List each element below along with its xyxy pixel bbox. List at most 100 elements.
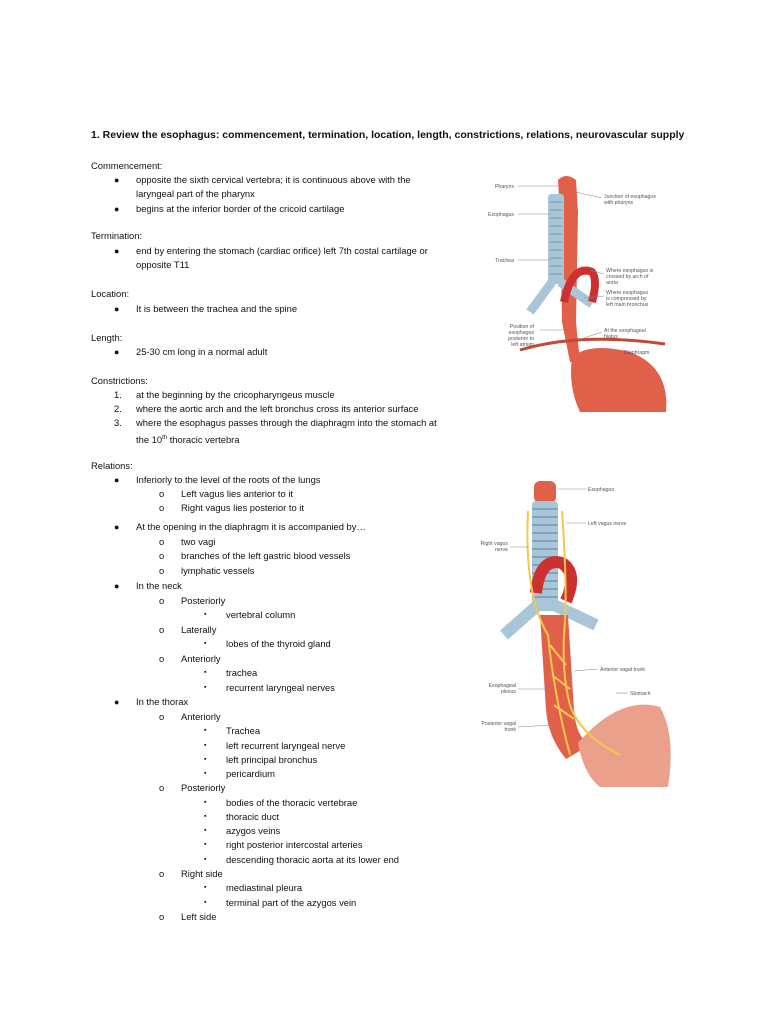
- circle-marker: o: [159, 711, 165, 722]
- label-position: posterior to: [508, 336, 534, 342]
- label-hiatus: At the esophageal: [604, 328, 646, 334]
- square-marker: ▪: [204, 799, 207, 806]
- label-left-vagus: Left vagus nerve: [588, 521, 626, 527]
- vagal-nerves-figure: Esophagus Left vagus nerve Right vagus n…: [481, 481, 671, 787]
- label-junction: with pharynx: [604, 200, 634, 206]
- list-item: descending thoracic aorta at its lower e…: [226, 854, 400, 865]
- list-item: thoracic duct: [226, 811, 280, 822]
- label-arch: aorta: [606, 280, 618, 286]
- label-position: left atrium: [511, 342, 534, 348]
- label-posterior-vagal-trunk: Posterior vagal: [481, 721, 516, 727]
- list-item: azygos veins: [226, 825, 281, 836]
- label-hiatus: hiatus: [604, 334, 618, 340]
- square-marker: ▪: [204, 684, 207, 691]
- circle-marker: o: [159, 624, 165, 635]
- aortic-arch: [530, 556, 578, 604]
- circle-marker: o: [159, 911, 165, 922]
- diaphragm-line: [519, 337, 666, 352]
- bullet-marker: ●: [114, 522, 120, 532]
- circle-marker: o: [159, 488, 165, 499]
- label-esophagus: Esophagus: [588, 487, 614, 493]
- page-title: 1. Review the esophagus: commencement, t…: [91, 129, 685, 141]
- list-item: begins at the inferior border of the cri…: [136, 203, 345, 214]
- list-item: Inferiorly to the level of the roots of …: [136, 474, 321, 485]
- square-marker: ▪: [204, 669, 207, 676]
- list-item: Anteriorly: [181, 653, 221, 664]
- label-pharynx: Pharynx: [495, 184, 514, 190]
- square-marker: ▪: [204, 756, 207, 763]
- bullet-marker: ●: [114, 697, 120, 707]
- esophagus-shape: [540, 615, 590, 759]
- list-item: vertebral column: [226, 609, 296, 620]
- list-item: Posteriorly: [181, 782, 226, 793]
- list-item: opposite T11: [136, 259, 190, 270]
- list-item: left recurrent laryngeal nerve: [226, 740, 346, 751]
- square-marker: ▪: [204, 742, 207, 749]
- list-item: It is between the trachea and the spine: [136, 303, 298, 314]
- list-item: trachea: [226, 667, 258, 678]
- label-esophageal-plexus: plexus: [501, 689, 516, 695]
- list-item: In the thorax: [136, 696, 189, 707]
- label-anterior-vagal-trunk: Anterior vagal trunk: [600, 667, 645, 673]
- square-marker: ▪: [204, 770, 207, 777]
- bullet-marker: ●: [114, 475, 120, 485]
- section-heading-commencement: Commencement:: [91, 160, 163, 171]
- square-marker: ▪: [204, 884, 207, 891]
- section-heading-location: Location:: [91, 288, 130, 299]
- label-bronchus: Where esophagus: [606, 290, 649, 296]
- section-heading-termination: Termination:: [91, 230, 143, 241]
- bullet-marker: ●: [114, 204, 120, 214]
- bullet-marker: ●: [114, 347, 120, 357]
- bullet-marker: ●: [114, 246, 120, 256]
- square-marker: ▪: [204, 611, 207, 618]
- circle-marker: o: [159, 595, 165, 606]
- label-arch: crossed by arch of: [606, 274, 649, 280]
- circle-marker: o: [159, 868, 165, 879]
- text-span: the 10: [136, 434, 163, 446]
- list-item: at the beginning by the cricopharyngeus …: [136, 389, 335, 400]
- esophagus-constrictions-figure: Pharynx Esophagus Trachea Position of es…: [488, 176, 667, 412]
- label-esophagus: Esophagus: [488, 212, 514, 218]
- list-item: Posteriorly: [181, 595, 226, 606]
- list-item: Left side: [181, 911, 217, 922]
- list-item: right posterior intercostal arteries: [226, 839, 363, 850]
- list-item: Right vagus lies posterior to it: [181, 502, 304, 513]
- list-item: pericardium: [226, 768, 275, 779]
- list-item: laryngeal part of the pharynx: [136, 188, 255, 199]
- circle-marker: o: [159, 536, 165, 547]
- list-item: Trachea: [226, 725, 261, 736]
- list-item: Left vagus lies anterior to it: [181, 488, 294, 499]
- list-item: At the opening in the diaphragm it is ac…: [136, 521, 366, 532]
- list-number: 3.: [114, 417, 122, 428]
- list-item: opposite the sixth cervical vertebra; it…: [136, 174, 411, 185]
- circle-marker: o: [159, 565, 165, 576]
- list-item: 25-30 cm long in a normal adult: [136, 346, 268, 357]
- square-marker: ▪: [204, 727, 207, 734]
- list-item: Laterally: [181, 624, 217, 635]
- esophagus-top: [534, 481, 556, 503]
- list-item: In the neck: [136, 580, 182, 591]
- label-diaphragm: Diaphragm: [624, 350, 649, 356]
- label-arch: Where esophagus is: [606, 268, 654, 274]
- label-position: Position of: [510, 324, 535, 330]
- list-number: 2.: [114, 403, 122, 414]
- square-marker: ▪: [204, 640, 207, 647]
- circle-marker: o: [159, 653, 165, 664]
- list-item: where the esophagus passes through the d…: [136, 417, 437, 428]
- aortic-arch: [560, 266, 599, 304]
- leader-lines: [510, 488, 628, 728]
- superscript: th: [162, 435, 168, 441]
- label-bronchus: is compressed by: [606, 296, 647, 302]
- bullet-marker: ●: [114, 304, 120, 314]
- leader-lines: [518, 185, 623, 353]
- section-heading-constrictions: Constrictions:: [91, 375, 148, 386]
- section-heading-relations: Relations:: [91, 460, 133, 471]
- list-item: recurrent laryngeal nerves: [226, 682, 335, 693]
- list-item: terminal part of the azygos vein: [226, 897, 357, 908]
- list-item: bodies of the thoracic vertebrae: [226, 797, 358, 808]
- list-item: where the aortic arch and the left bronc…: [136, 403, 419, 414]
- circle-marker: o: [159, 502, 165, 513]
- circle-marker: o: [159, 782, 165, 793]
- square-marker: ▪: [204, 899, 207, 906]
